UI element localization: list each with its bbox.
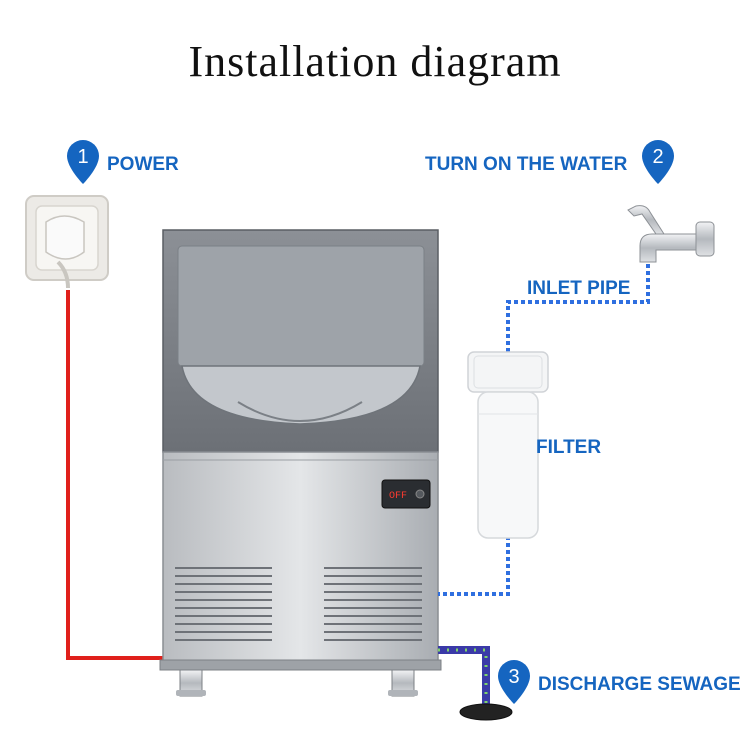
wall-socket-icon <box>25 195 109 289</box>
drain-hose <box>438 646 490 708</box>
power-label: POWER <box>107 154 179 175</box>
step-1-pin-icon: 1 <box>67 140 99 184</box>
diagram-title: Installation diagram <box>188 37 562 86</box>
turn-on-water-label: TURN ON THE WATER <box>425 154 628 175</box>
water-filter <box>467 351 549 539</box>
step-2-pin-icon: 2 <box>642 140 674 184</box>
left-vent-grille <box>175 567 272 641</box>
inlet-pipe-label: INLET PIPE <box>527 278 631 299</box>
step-3-pin-icon: 3 <box>498 660 530 704</box>
floor-drain <box>459 703 513 721</box>
ice-machine: OFF <box>159 229 442 697</box>
lid-handle <box>181 365 421 425</box>
power-button-icon <box>415 489 425 499</box>
step-1-number: 1 <box>77 146 88 168</box>
right-vent-grille <box>324 567 422 641</box>
control-panel <box>381 479 431 509</box>
inlet-pipe <box>506 264 650 358</box>
water-tap-icon <box>627 205 715 263</box>
filter-label: FILTER <box>536 437 602 458</box>
display-readout: OFF <box>389 491 407 502</box>
step-2-number: 2 <box>652 146 663 168</box>
step-3-number: 3 <box>508 666 519 688</box>
filter-outlet-pipe <box>438 536 510 596</box>
discharge-sewage-label: DISCHARGE SEWAGE <box>538 674 741 695</box>
power-cable <box>66 290 168 660</box>
